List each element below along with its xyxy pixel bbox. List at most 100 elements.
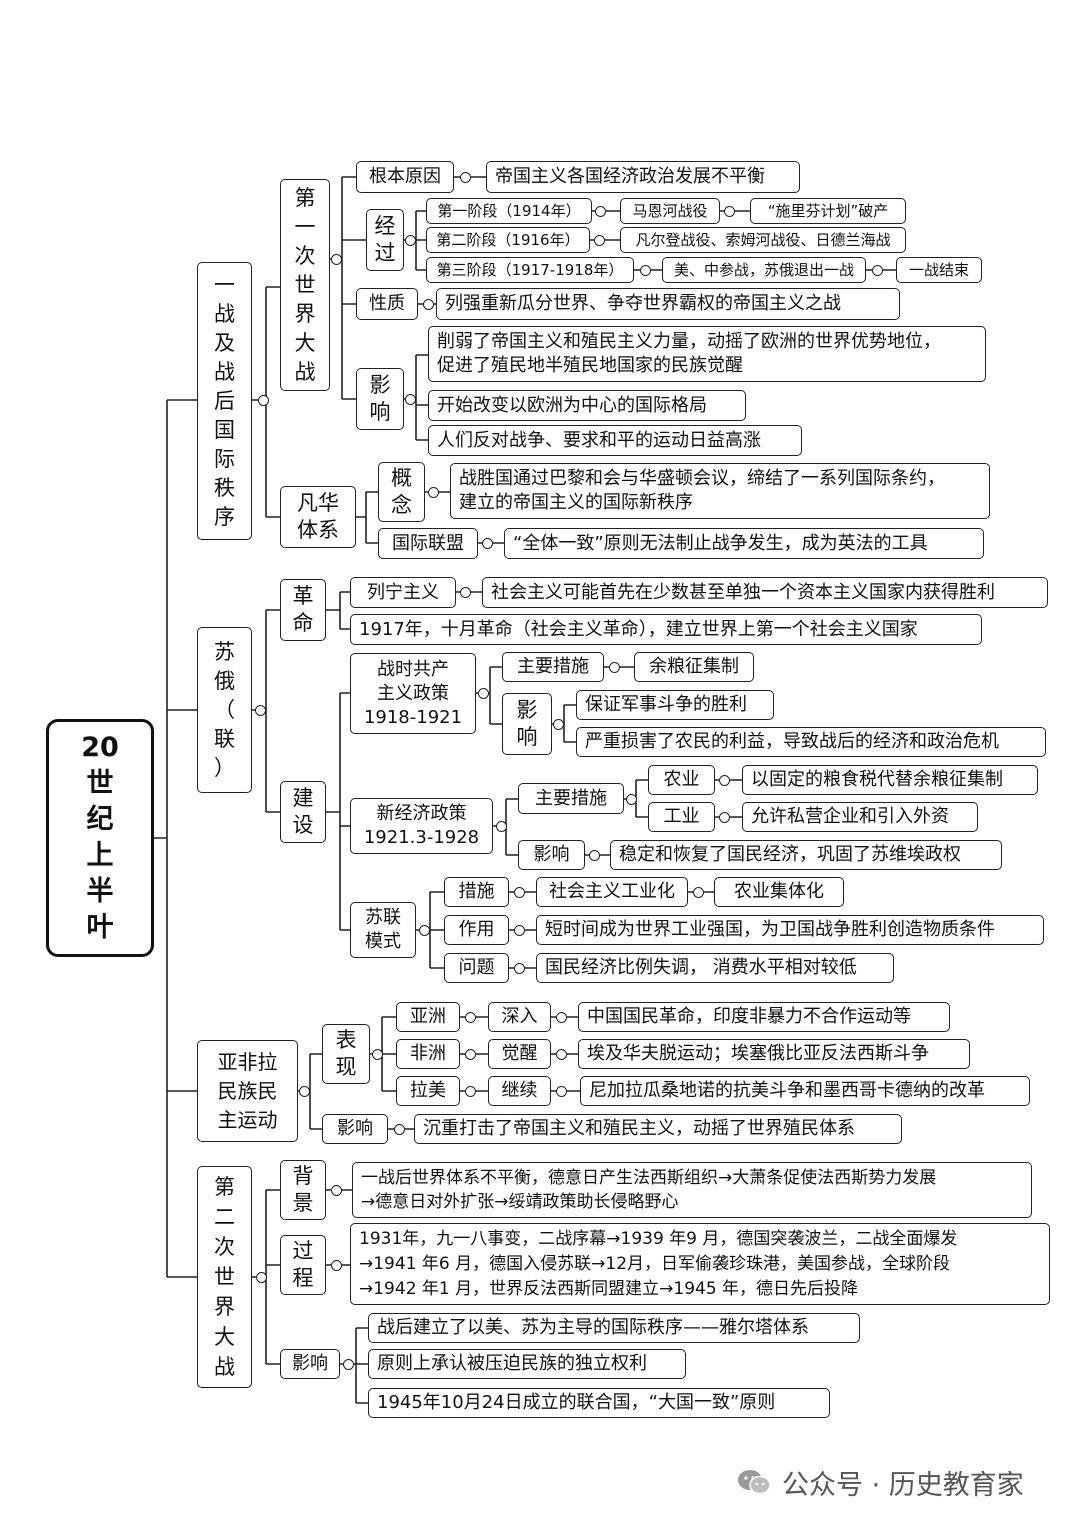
ww2-impact-2: 原则上承认被压迫民族的独立权利 [368,1349,686,1379]
soviet-construction-label: 建 设 [280,781,326,843]
afro-text-asia: 中国国民革命，印度非暴力不合作运动等 [578,1002,950,1032]
connector-knob [556,1049,567,1060]
ww2-background-label: 背 景 [280,1160,326,1220]
afro-region-latam: 拉美 [396,1076,460,1106]
connector-knob [872,265,883,276]
ww1-league-label: 国际联盟 [378,528,478,559]
watermark-text: 公众号 · 历史教育家 [782,1469,1024,1501]
connector-knob [514,963,525,974]
war-communism-measure-label: 主要措施 [502,652,604,682]
ww1-stage-1-result: “施里芬计划”破产 [750,198,906,224]
connector-knob [609,662,620,673]
soviet-october-text: 1917年，十月革命（社会主义革命），建立世界上第一个社会主义国家 [350,614,982,645]
ww1-stage-3-label: 第三阶段（1917-1918年） [426,257,634,283]
ww2-background-text: 一战后世界体系不平衡，德意日产生法西斯组织→大萧条促使法西斯势力发展 →德意日对… [352,1162,1032,1218]
war-communism-label: 战时共产 主义政策 1918-1921 [350,653,476,734]
connector-knob [514,887,525,898]
nep-measure-label: 主要措施 [518,783,624,814]
connector-knob [478,688,489,699]
model-role-label: 作用 [444,915,509,945]
ww2-process-text: 1931年，九一八事变，二战序幕→1939 年9 月，德国突袭波兰，二战全面爆发… [350,1223,1050,1305]
ww1-cause-text: 帝国主义各国经济政治发展不平衡 [486,161,800,193]
ww1-war-title: 第 一 次 世 界 大 战 [280,179,330,391]
nep-agri-text: 以固定的粮食税代替余粮征集制 [742,765,1038,795]
connector-knob [482,538,493,549]
connector-knob [256,1272,267,1283]
ww1-impact-1: 削弱了帝国主义和殖民主义力量，动摇了欧洲的世界优势地位， 促进了殖民地半殖民地国… [428,326,986,382]
soviet-leninism-text: 社会主义可能首先在少数甚至单独一个资本主义国家内获得胜利 [482,577,1048,608]
ww1-cause-label: 根本原因 [356,161,454,193]
connector-knob [556,1086,567,1097]
afro-trait-asia: 深入 [488,1002,551,1032]
connector-knob [405,394,416,405]
connector-knob [626,794,637,805]
connector-knob [465,1012,476,1023]
section-ww2-title: 第 二 次 世 界 大 战 [197,1166,252,1388]
war-communism-impact-2: 严重损害了农民的利益，导致战后的经济和政治危机 [576,727,1046,757]
connector-knob [405,235,416,246]
soviet-model-label: 苏联 模式 [350,902,416,958]
section-soviet-title: 苏 俄 （ 联 ） [197,627,252,793]
afro-impact-text: 沉重打击了帝国主义和殖民主义，动摇了世界殖民体系 [414,1114,902,1144]
root-title: 20 世 纪 上 半 叶 [46,719,154,957]
ww1-impact-2: 开始改变以欧洲为中心的国际格局 [428,390,746,421]
ww1-impact-3: 人们反对战争、要求和平的运动日益高涨 [428,425,802,456]
war-communism-measure-text: 余粮征集制 [634,652,754,682]
nep-label: 新经济政策 1921.3-1928 [350,798,493,854]
connector-knob [693,887,704,898]
model-problem-text: 国民经济比例失调， 消费水平相对较低 [536,953,894,983]
connector-knob [496,821,507,832]
connector-knob [465,1049,476,1060]
nep-impact-label: 影响 [518,840,585,870]
ww2-impact-1: 战后建立了以美、苏为主导的国际秩序——雅尔塔体系 [368,1313,860,1343]
watermark: 公众号 · 历史教育家 [736,1460,1024,1504]
ww2-impact-3: 1945年10月24日成立的联合国，“大国一致”原则 [368,1388,830,1418]
model-problem-label: 问题 [444,953,509,983]
section-afro-title: 亚非拉 民族民 主运动 [197,1040,298,1142]
ww1-stage-2-event: 凡尔登战役、索姆河战役、日德兰海战 [620,227,906,253]
afro-text-latam: 尼加拉瓜桑地诺的抗美斗争和墨西哥卡德纳的改革 [580,1076,1030,1106]
connector-knob [460,587,471,598]
nep-industry-text: 允许私营企业和引入外资 [742,802,978,832]
section-ww1-title: 一 战 及 战 后 国 际 秩 序 [197,262,252,540]
model-role-text: 短时间成为世界工业强国，为卫国战争胜利创造物质条件 [536,915,1044,945]
connector-knob [299,1086,310,1097]
ww1-stage-2-label: 第二阶段（1916年） [426,227,590,253]
connector-knob [428,487,439,498]
connector-knob [595,206,606,217]
connector-knob [465,1086,476,1097]
connector-knob [640,265,651,276]
ww2-impact-label: 影响 [280,1349,340,1379]
connector-knob [419,925,430,936]
connector-knob [556,1012,567,1023]
ww2-process-label: 过 程 [280,1235,326,1295]
connector-knob [394,1124,405,1135]
connector-knob [514,925,525,936]
connector-knob [423,299,434,310]
soviet-leninism-label: 列宁主义 [350,577,456,608]
ww1-system-title: 凡华 体系 [280,486,356,548]
connector-knob [331,254,342,265]
afro-text-africa: 埃及华夫脱运动；埃塞俄比亚反法西斯斗争 [578,1039,970,1069]
ww1-nature-text: 列强重新瓜分世界、争夺世界霸权的帝国主义之战 [436,288,900,320]
afro-region-africa: 非洲 [396,1039,460,1069]
model-measure-text: 社会主义工业化 [536,877,688,907]
wechat-icon [738,1470,771,1495]
ww1-stage-1-event: 马恩河战役 [620,198,720,224]
ww1-process-label: 经 过 [366,209,404,271]
connector-knob [331,1260,342,1271]
connector-knob [553,719,564,730]
nep-agri-label: 农业 [648,765,715,795]
ww1-stage-1-label: 第一阶段（1914年） [426,198,592,224]
connector-knob [719,812,730,823]
afro-region-asia: 亚洲 [396,1002,460,1032]
model-measure-label: 措施 [444,877,509,907]
ww1-league-text: “全体一致”原则无法制止战争发生，成为英法的工具 [504,528,984,559]
afro-trait-latam: 继续 [488,1076,551,1106]
model-measure-text-2: 农业集体化 [714,877,844,907]
afro-performance-label: 表 现 [322,1024,370,1084]
ww1-stage-3-event: 美、中参战，苏俄退出一战 [662,257,866,283]
afro-trait-africa: 觉醒 [488,1039,551,1069]
connector-knob [460,172,471,183]
war-communism-impact-1: 保证军事斗争的胜利 [576,690,774,720]
